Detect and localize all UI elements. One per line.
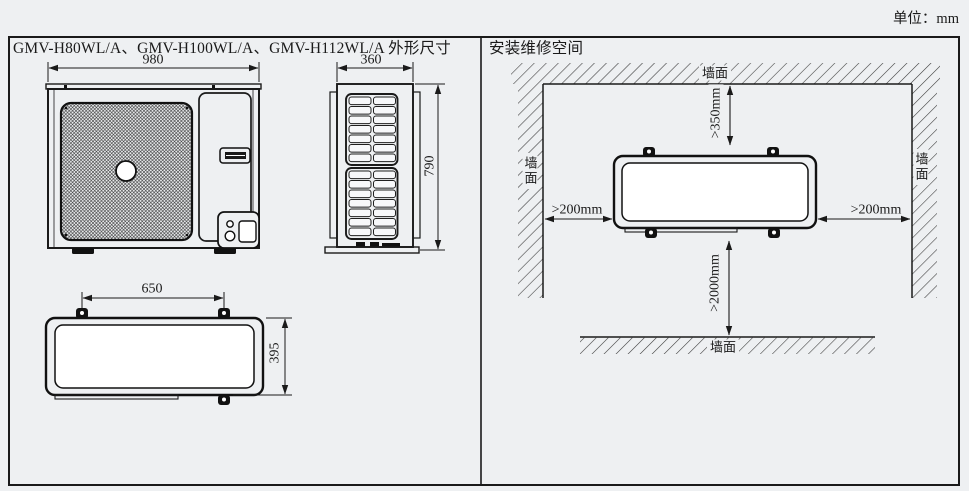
dim-foot-spacing: 650	[141, 281, 163, 297]
unit-top-view	[612, 147, 818, 238]
wall-bottom-label: 墙面	[706, 339, 740, 355]
handle	[219, 147, 251, 164]
dim-top-depth: 395	[267, 342, 283, 364]
outer-border	[8, 36, 960, 486]
side-view-drawing	[324, 62, 445, 254]
top-view-drawing	[44, 292, 292, 405]
louver-grille-lower	[345, 167, 399, 240]
right-panel-title: 安装维修空间	[489, 40, 584, 57]
dim-height: 790	[422, 155, 438, 177]
clearance-right-label: >200mm	[850, 202, 902, 218]
dim-front-width: 980	[142, 52, 164, 68]
left-panel-title: GMV-H80WL/A、GMV-H100WL/A、GMV-H112WL/A 外形…	[13, 40, 451, 57]
valve-box	[217, 211, 260, 249]
technical-drawing	[8, 36, 960, 486]
unit-note: 单位：mm	[892, 11, 959, 27]
clearance-left-label: >200mm	[551, 202, 603, 218]
clearance-bottom-label: >2000mm	[707, 251, 723, 315]
dim-side-depth: 360	[360, 52, 382, 68]
clearance-top-label: >350mm	[708, 84, 724, 142]
louver-grille-upper	[345, 93, 399, 166]
fan-hub	[115, 160, 137, 182]
wall-right-hatch	[912, 84, 937, 298]
front-view-drawing	[45, 62, 262, 254]
wall-right-label: 墙面	[913, 149, 929, 185]
wall-top-label: 墙面	[698, 65, 732, 81]
wall-left-label: 墙面	[522, 153, 538, 189]
wall-left-hatch	[518, 84, 543, 298]
